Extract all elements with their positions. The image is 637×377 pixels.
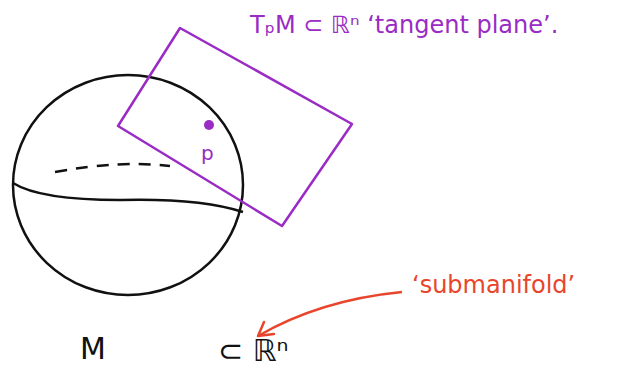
equator-front	[13, 183, 243, 212]
tangent-plane-label: TₚM ⊂ ℝⁿ ‘tangent plane’.	[250, 12, 558, 38]
tangent-plane	[118, 28, 352, 226]
submanifold-label: ‘submanifold’	[412, 272, 575, 298]
point-p	[204, 120, 214, 130]
manifold-label: M	[80, 332, 106, 365]
submanifold-arrow	[258, 292, 402, 336]
ambient-space-label: ⊂ ℝⁿ	[218, 334, 288, 367]
point-label: p	[201, 142, 214, 164]
equator-back	[55, 164, 170, 172]
